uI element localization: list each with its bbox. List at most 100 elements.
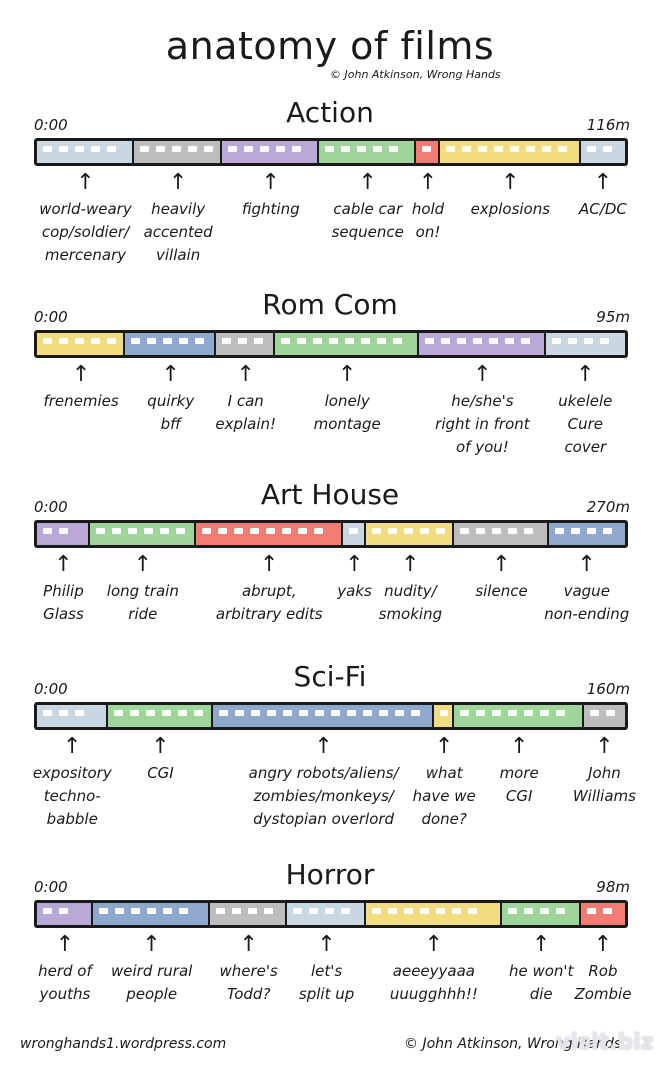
sprocket-hole xyxy=(297,338,307,344)
sprocket-hole xyxy=(75,710,84,716)
sprocket-hole xyxy=(489,338,499,344)
sprocket-hole xyxy=(570,528,580,534)
film-segment xyxy=(433,705,455,727)
sprocket-hole xyxy=(175,528,185,534)
sprocket-holes xyxy=(43,146,128,152)
sprocket-hole xyxy=(599,338,609,344)
sprocket-hole xyxy=(313,528,323,534)
segment-label: John Williams xyxy=(572,764,636,805)
sprocket-hole xyxy=(146,908,156,914)
top-credit: © John Atkinson, Wrong Hands xyxy=(330,68,501,81)
segment-label: fighting xyxy=(241,200,300,218)
sprocket-hole xyxy=(586,908,596,914)
segment-label: hold on! xyxy=(411,200,445,241)
sprocket-hole xyxy=(551,338,561,344)
sprocket-hole xyxy=(264,908,274,914)
sprocket-hole xyxy=(219,710,229,716)
sprocket-hole xyxy=(162,908,172,914)
sprocket-hole xyxy=(468,908,478,914)
film-segment xyxy=(195,523,343,545)
segment-label: CGI xyxy=(147,764,174,782)
up-arrow-icon: ↑ xyxy=(418,170,438,195)
sprocket-holes xyxy=(348,528,361,534)
sprocket-holes xyxy=(425,338,539,344)
up-arrow-icon: ↑ xyxy=(161,362,180,387)
sprocket-hole xyxy=(43,710,52,716)
segment-label: heavily accented villain xyxy=(143,200,213,264)
up-arrow-icon: ↑ xyxy=(317,932,336,957)
sprocket-hole xyxy=(377,338,387,344)
segment-annotation: ↑John Williams xyxy=(573,736,636,808)
film-segment xyxy=(213,705,434,727)
up-arrow-icon: ↑ xyxy=(401,552,420,577)
sprocket-hole xyxy=(345,338,355,344)
segment-label: world-weary cop/soldier/ mercenary xyxy=(39,200,132,264)
segment-label: nudity/ smoking xyxy=(378,582,443,623)
segment-annotation: ↑lonely montage xyxy=(314,364,381,436)
runtime-label: 98m xyxy=(596,878,630,896)
film-segment xyxy=(319,141,417,163)
up-arrow-icon: ↑ xyxy=(76,170,95,195)
segment-annotation: ↑vague non-ending xyxy=(544,554,629,626)
sprocket-hole xyxy=(493,146,503,152)
sprocket-hole xyxy=(204,146,214,152)
sprocket-hole xyxy=(163,338,173,344)
film-segment xyxy=(580,903,625,925)
film-segment xyxy=(37,903,93,925)
segment-annotation: ↑AC/DC xyxy=(579,172,627,221)
sprocket-hole xyxy=(602,528,612,534)
sprocket-hole xyxy=(260,146,270,152)
sprocket-hole xyxy=(91,338,100,344)
film-segment xyxy=(216,333,276,355)
start-time: 0:00 xyxy=(34,116,68,134)
segment-label: aeeeyyaaa uuugghhh!! xyxy=(389,962,478,1003)
sprocket-hole xyxy=(388,528,398,534)
sprocket-holes xyxy=(589,710,621,716)
segment-annotation: ↑ hold on! xyxy=(412,172,444,244)
sprocket-hole xyxy=(228,146,238,152)
sprocket-hole xyxy=(129,710,139,716)
up-arrow-icon: ↑ xyxy=(531,932,551,957)
film-segment xyxy=(37,333,126,355)
sprocket-holes xyxy=(372,908,495,914)
sprocket-hole xyxy=(315,710,325,716)
sprocket-holes xyxy=(586,908,621,914)
sprocket-hole xyxy=(297,528,307,534)
sprocket-hole xyxy=(329,338,339,344)
segment-annotation: ↑ukelele Cure cover xyxy=(558,364,612,459)
sprocket-hole xyxy=(379,710,389,716)
segment-label: angry robots/aliens/ zombies/monkeys/ dy… xyxy=(248,764,399,828)
sprocket-hole xyxy=(605,710,615,716)
sprocket-hole xyxy=(347,710,357,716)
sprocket-hole xyxy=(193,710,203,716)
film-segment xyxy=(37,141,135,163)
sprocket-holes xyxy=(201,528,337,534)
up-arrow-icon: ↑ xyxy=(151,734,170,759)
sprocket-hole xyxy=(145,710,155,716)
sprocket-hole xyxy=(222,338,232,344)
segment-label: more CGI xyxy=(499,764,539,805)
up-arrow-icon: ↑ xyxy=(473,362,492,387)
sprocket-hole xyxy=(127,528,137,534)
film-strip xyxy=(34,138,628,166)
sprocket-holes xyxy=(43,710,102,716)
segment-label: herd of youths xyxy=(38,962,92,1003)
sprocket-hole xyxy=(556,710,566,716)
segment-label: expository techno- babble xyxy=(32,764,112,828)
sprocket-hole xyxy=(59,146,68,152)
segment-annotation: ↑angry robots/aliens/ zombies/monkeys/ d… xyxy=(249,736,399,831)
sprocket-hole xyxy=(357,146,367,152)
genre-title: Rom Com xyxy=(262,288,398,321)
up-arrow-icon: ↑ xyxy=(133,552,153,577)
up-arrow-icon: ↑ xyxy=(261,170,280,195)
sprocket-hole xyxy=(404,528,414,534)
sprocket-hole xyxy=(393,338,403,344)
film-segment xyxy=(366,523,455,545)
segment-label: AC/DC xyxy=(579,200,627,218)
up-arrow-icon: ↑ xyxy=(593,932,613,957)
up-arrow-icon: ↑ xyxy=(337,362,357,387)
segment-label: ukelele Cure cover xyxy=(558,392,613,456)
sprocket-hole xyxy=(238,338,248,344)
